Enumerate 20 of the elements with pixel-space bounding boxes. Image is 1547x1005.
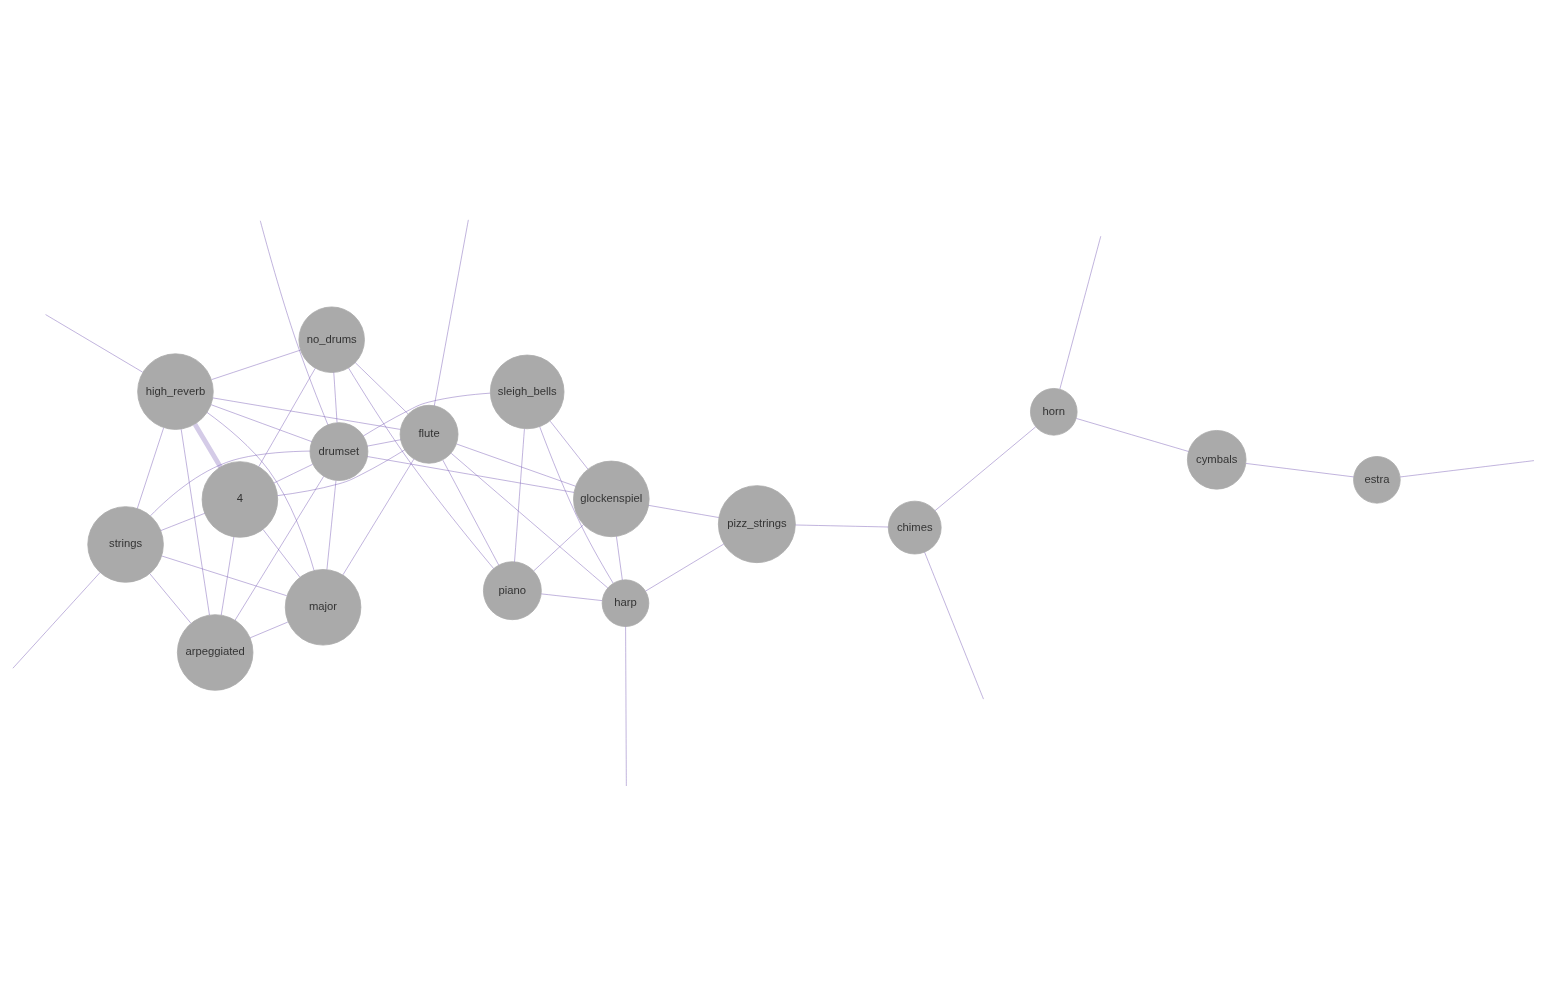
node-circle: chimes (887, 500, 942, 554)
node-circle: pizz_strings (717, 484, 796, 563)
node-circle: major (284, 568, 362, 645)
node-circle: no_drums (298, 306, 365, 373)
node-circle: horn (1030, 387, 1078, 436)
node-circle: flute (399, 404, 459, 464)
node-circle: high_reverb (137, 352, 214, 430)
node-circle: 4 (201, 460, 279, 538)
connector (234, 475, 324, 621)
node-circle: arpeggiated (176, 613, 254, 691)
node-circle: harp (601, 578, 650, 627)
node-circle: drumset (309, 421, 369, 481)
connector (348, 367, 495, 569)
connector (450, 452, 609, 588)
node-circle: sleigh_bells (489, 354, 565, 429)
node-circle: estra (1353, 455, 1401, 504)
node-circle: cymbals (1187, 429, 1247, 490)
node-circle: piano (483, 560, 542, 620)
node-circle: glockenspiel (573, 460, 650, 537)
node-circle: strings (87, 505, 164, 583)
